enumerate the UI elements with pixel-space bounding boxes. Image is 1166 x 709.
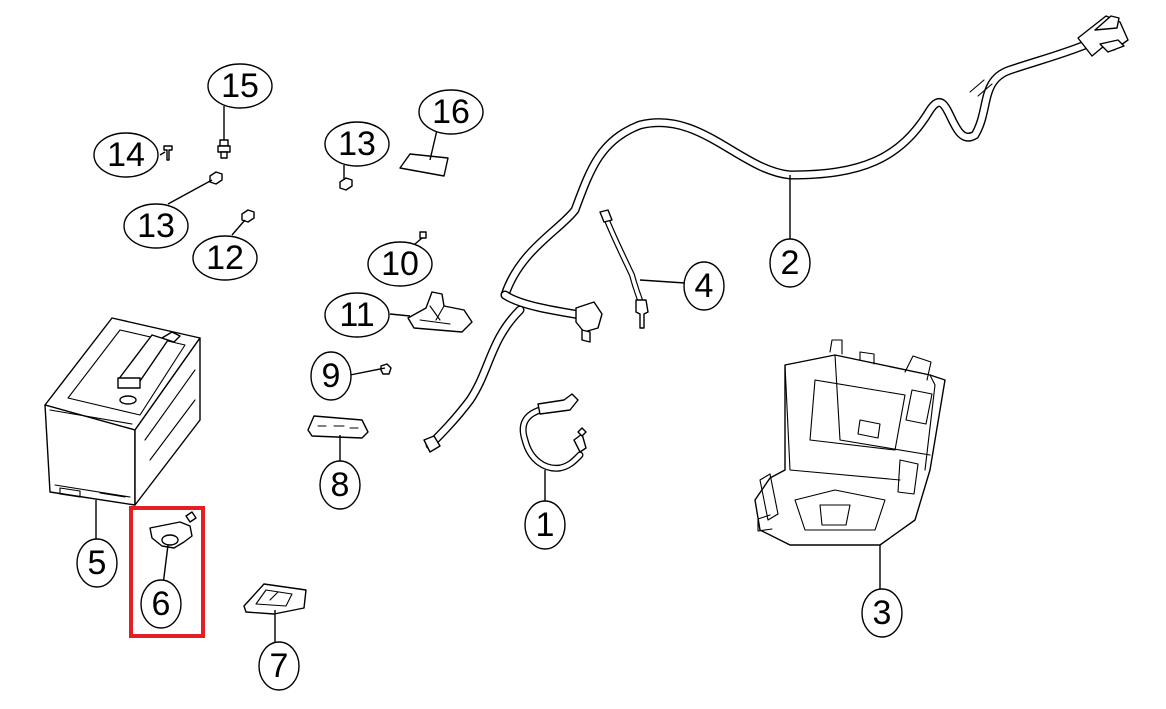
callout-8: 8: [319, 460, 361, 510]
svg-text:9: 9: [322, 357, 341, 395]
svg-text:16: 16: [432, 93, 470, 131]
bolt-14: [163, 145, 173, 161]
bracket-11: [407, 291, 473, 333]
nut-13-left: [209, 171, 223, 185]
negative-battery-cable: [519, 393, 587, 472]
svg-text:8: 8: [331, 466, 350, 504]
callout-7: 7: [258, 641, 300, 691]
svg-text:7: 7: [270, 647, 289, 685]
battery-hold-down: [243, 583, 307, 615]
svg-text:2: 2: [781, 244, 800, 282]
callout-5: 5: [76, 538, 118, 588]
callout-16: 16: [418, 89, 484, 135]
callout-1: 1: [524, 500, 566, 550]
battery-terminal: [149, 511, 197, 549]
svg-text:11: 11: [339, 296, 374, 334]
callout-13-middle: 13: [324, 121, 390, 167]
svg-text:12: 12: [206, 239, 244, 277]
callout-11: 11: [324, 292, 390, 338]
svg-text:15: 15: [221, 67, 259, 105]
callout-3: 3: [861, 588, 903, 638]
battery: [44, 317, 201, 506]
leader-lines: [95, 106, 881, 648]
callout-4: 4: [683, 261, 725, 311]
clip-10: [419, 231, 427, 239]
callout-2: 2: [769, 238, 811, 288]
positive-battery-cable: [423, 15, 1129, 453]
ground-cable: [599, 209, 649, 329]
nut-13-middle: [339, 177, 353, 191]
svg-text:10: 10: [381, 245, 419, 283]
svg-text:13: 13: [338, 125, 376, 163]
svg-text:13: 13: [137, 207, 175, 245]
callout-6: 6: [140, 579, 182, 629]
callout-14: 14: [93, 132, 159, 178]
bolt-15: [217, 139, 231, 159]
callout-13-left: 13: [123, 203, 189, 249]
battery-tray: [754, 339, 946, 546]
callout-9: 9: [310, 351, 352, 401]
svg-text:5: 5: [88, 544, 107, 582]
svg-text:3: 3: [873, 594, 892, 632]
svg-text:1: 1: [536, 506, 555, 544]
svg-text:4: 4: [695, 267, 714, 305]
callout-12: 12: [192, 235, 258, 281]
svg-text:14: 14: [107, 136, 145, 174]
bracket: [307, 415, 369, 439]
nut-9: [380, 363, 392, 375]
callout-15: 15: [207, 63, 273, 109]
highlight-box: [129, 506, 205, 638]
callout-10: 10: [367, 241, 433, 287]
pad-16: [399, 153, 449, 177]
nut-12: [241, 209, 255, 223]
svg-text:6: 6: [152, 585, 171, 623]
